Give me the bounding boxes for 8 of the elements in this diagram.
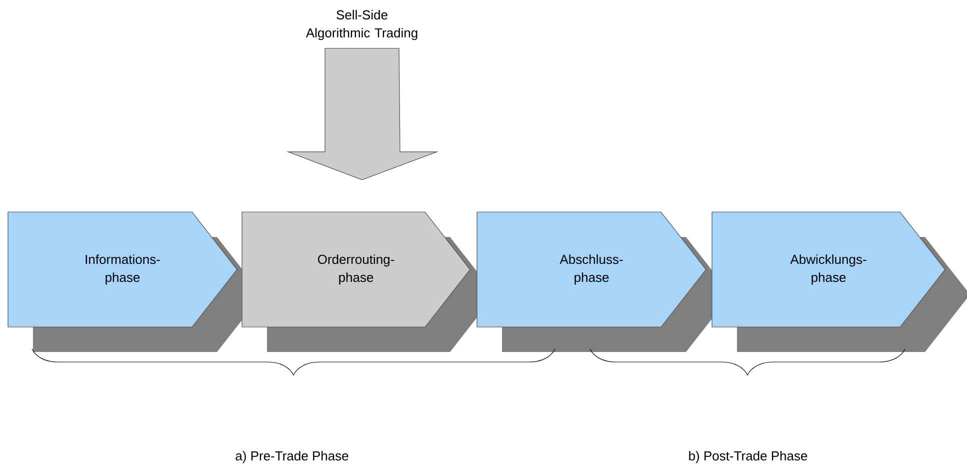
chevron-box: Orderrouting- phase [242,212,495,352]
heading-text: Sell-Side Algorithmic Trading [306,10,418,40]
phase-label: b) Post-Trade Phase [689,450,808,464]
phase-label: a) Pre-Trade Phase [236,450,348,464]
chevron-box: Abwicklungs- phase [712,212,967,352]
block-arrow [286,48,439,180]
chevron-box: Informations- phase [8,212,262,352]
chevron-box: Abschluss- phase [476,212,731,352]
